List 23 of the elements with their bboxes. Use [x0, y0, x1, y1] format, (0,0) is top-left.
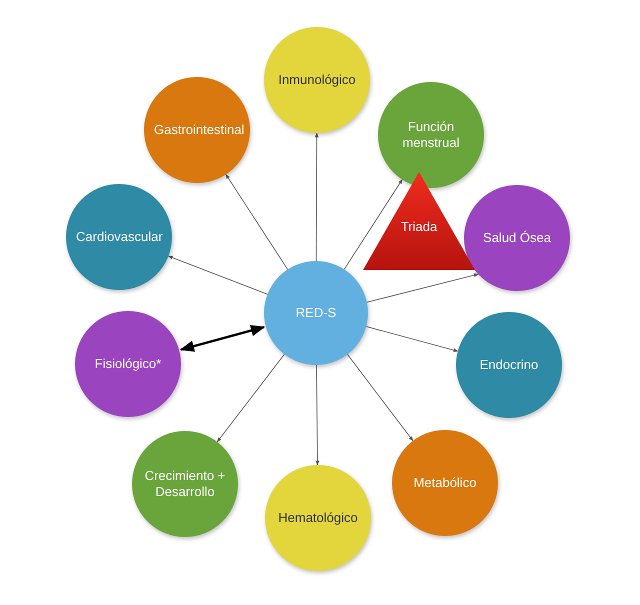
node-label: Metabólico [414, 475, 476, 491]
node-label: Crecimiento + Desarrollo [144, 468, 226, 500]
arrow [316, 364, 320, 466]
arrow [168, 256, 268, 295]
arrow [366, 326, 458, 352]
arrow [366, 273, 479, 303]
arrow [347, 354, 414, 442]
node-label: Salud Ósea [483, 230, 551, 246]
node-label: Fisiológico* [94, 356, 162, 372]
circle-node [264, 261, 368, 365]
triangle-node [363, 172, 475, 270]
node-label: RED-S [296, 305, 336, 321]
node-label: Inmunológico [278, 72, 356, 88]
arrow [344, 179, 403, 270]
node-label: Triada [400, 219, 438, 235]
node-label: Hematológico [278, 510, 358, 526]
node-label: Cardiovascular [76, 229, 162, 245]
arrow [216, 354, 285, 442]
node-label: Endocrino [480, 357, 538, 373]
node-label: Función menstrual [401, 119, 461, 151]
arrow [314, 132, 319, 262]
arrow [226, 174, 288, 270]
arrow [180, 324, 266, 352]
